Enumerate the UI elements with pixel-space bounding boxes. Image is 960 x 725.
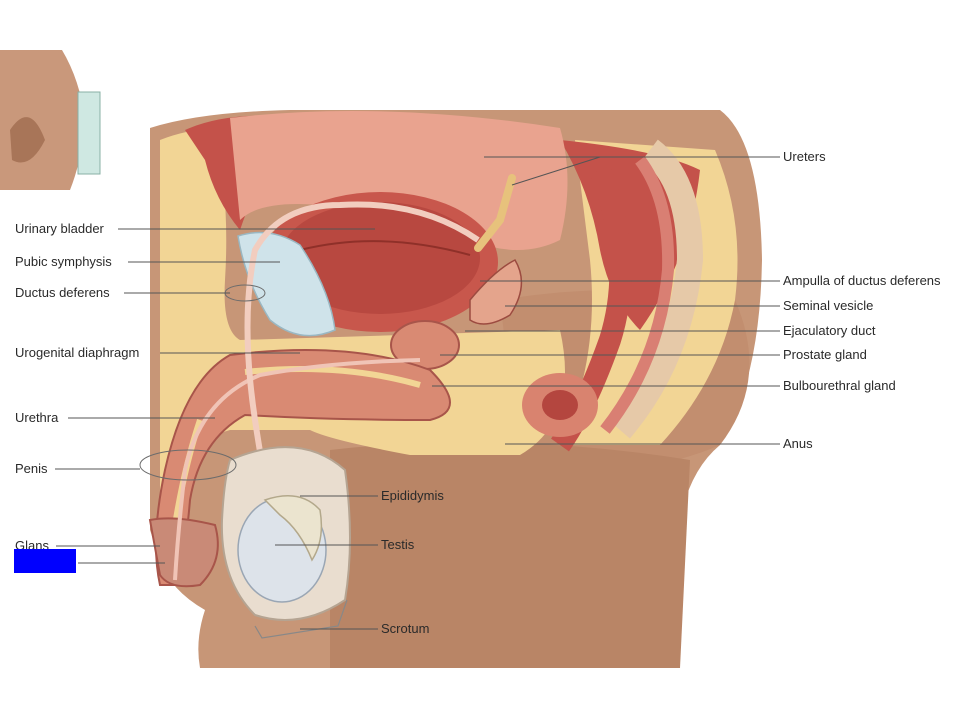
- label-prostate-gland: Prostate gland: [783, 347, 867, 362]
- orientation-thumbnail: [0, 50, 101, 190]
- label-penis: Penis: [15, 461, 48, 476]
- label-anus: Anus: [783, 436, 813, 451]
- label-scrotum: Scrotum: [381, 621, 430, 636]
- label-epididymis: Epididymis: [381, 488, 444, 503]
- label-urethra: Urethra: [15, 410, 59, 425]
- label-seminal-vesicle: Seminal vesicle: [783, 298, 874, 313]
- label-ureters: Ureters: [783, 149, 826, 164]
- label-testis: Testis: [381, 537, 415, 552]
- label-pubic-symphysis: Pubic symphysis: [15, 254, 112, 269]
- label-bulbourethral-gland: Bulbourethral gland: [783, 378, 896, 393]
- label-urogenital-diaphragm: Urogenital diaphragm: [15, 345, 140, 360]
- body-section: [139, 110, 762, 668]
- redacted-label-box: [14, 549, 76, 573]
- label-ejaculatory-duct: Ejaculatory duct: [783, 323, 876, 338]
- label-urinary-bladder: Urinary bladder: [15, 221, 104, 236]
- label-ampulla-ductus-deferens: Ampulla of ductus deferens: [783, 273, 941, 288]
- leader-lines: [55, 156, 780, 630]
- label-ductus-deferens: Ductus deferens: [15, 285, 110, 300]
